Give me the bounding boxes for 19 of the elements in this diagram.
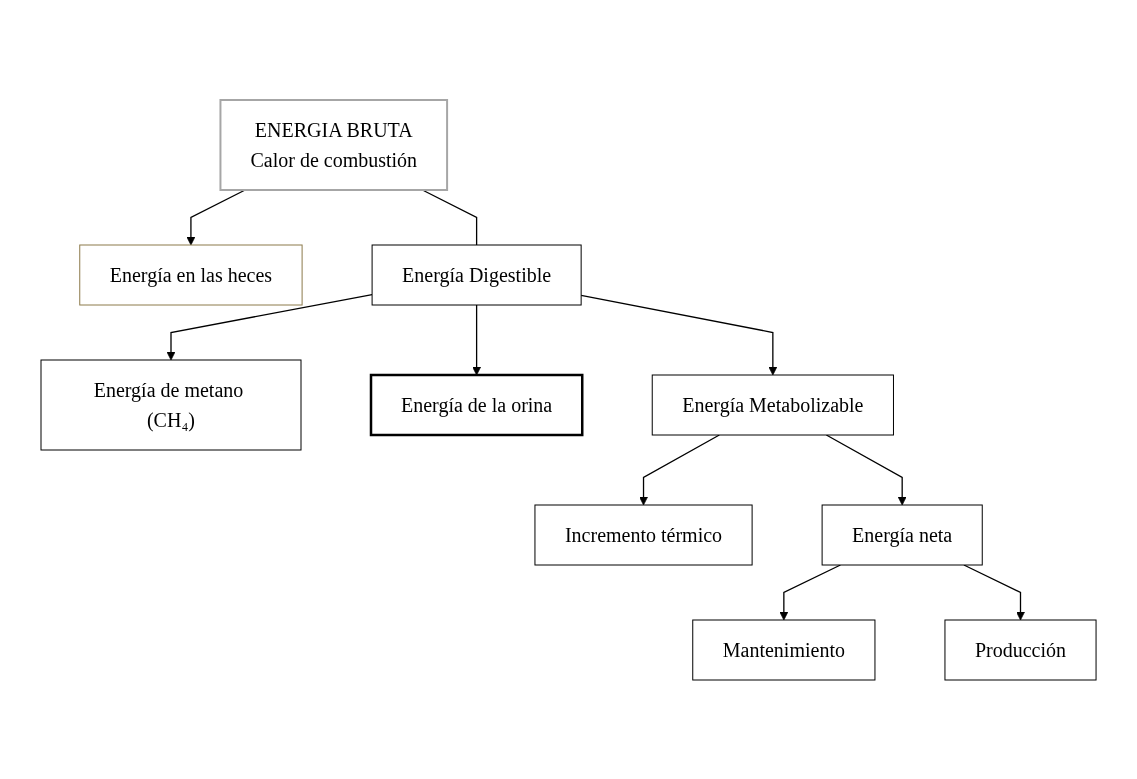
node-box: Energía Metabolizable <box>651 374 894 435</box>
arrow <box>166 293 373 360</box>
node-box: Producción <box>944 619 1097 680</box>
node-box: Incremento térmico <box>534 504 753 565</box>
node-box: Energía en las heces <box>79 244 303 305</box>
arrow <box>472 303 481 375</box>
arrow <box>639 433 720 505</box>
node-box: Energía de metano (CH₄) <box>40 359 302 450</box>
node-box: Energía de la orina <box>369 373 584 436</box>
arrow <box>779 563 842 620</box>
connector <box>421 188 478 246</box>
node-box: ENERGIA BRUTA Calor de combustión <box>219 98 449 191</box>
arrow <box>580 294 778 375</box>
arrow <box>186 188 246 245</box>
node-box: Mantenimiento <box>692 619 876 680</box>
arrow <box>963 563 1025 620</box>
arrow <box>825 433 907 505</box>
node-box: Energía neta <box>821 504 983 565</box>
node-box: Energía Digestible <box>371 244 582 305</box>
